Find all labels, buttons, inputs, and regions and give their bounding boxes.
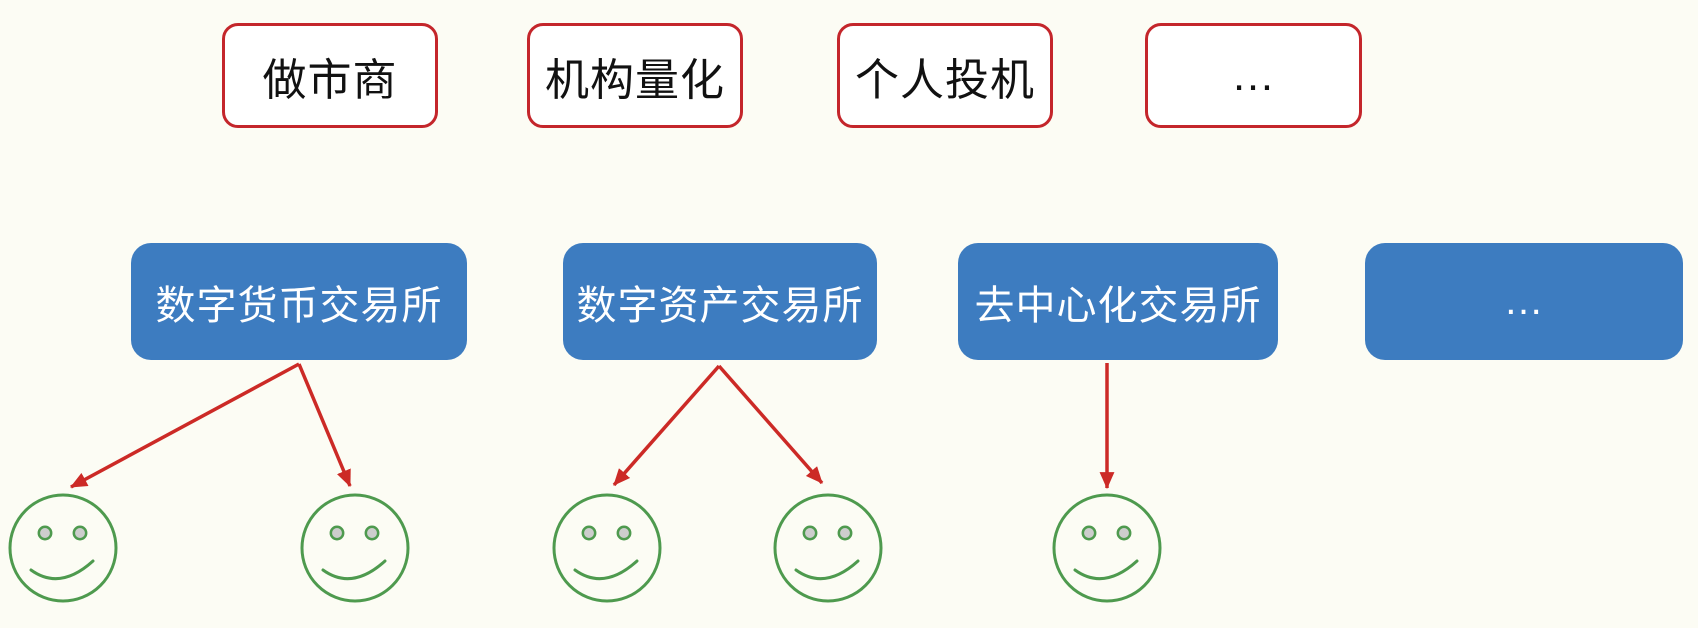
role-box-individual-speculator: 个人投机 — [837, 23, 1053, 128]
role-box-label: 机构量化 — [545, 55, 725, 105]
trader-smiley-icon-2 — [300, 493, 410, 603]
role-box-institutional-quant: 机构量化 — [527, 23, 743, 128]
role-box-label: 个人投机 — [855, 55, 1035, 105]
exchange-box-label: 数字货币交易所 — [155, 283, 443, 328]
role-box-ellipsis: … — [1145, 23, 1362, 128]
exchange-box-digital-currency: 数字货币交易所 — [131, 243, 467, 360]
arrow-digital-asset-to-trader-3 — [612, 364, 721, 487]
trader-smiley-icon-1 — [8, 493, 118, 603]
exchange-box-label: … — [1503, 279, 1545, 323]
trader-smiley-icon-5 — [1052, 493, 1162, 603]
arrow-digital-currency-to-trader-1 — [70, 362, 300, 489]
trader-smiley-icon-4 — [773, 493, 883, 603]
exchange-box-ellipsis: … — [1365, 243, 1683, 360]
trader-smiley-icon-3 — [552, 493, 662, 603]
arrow-digital-asset-to-trader-4 — [717, 364, 824, 485]
role-box-label: … — [1231, 50, 1276, 100]
role-box-label: 做市商 — [262, 55, 398, 105]
role-box-market-maker: 做市商 — [222, 23, 438, 128]
exchange-box-label: 去中心化交易所 — [974, 283, 1262, 328]
exchange-box-digital-asset: 数字资产交易所 — [563, 243, 877, 360]
arrow-digital-currency-to-trader-2 — [297, 363, 352, 487]
exchange-box-label: 数字资产交易所 — [576, 283, 864, 328]
exchange-box-decentralized: 去中心化交易所 — [958, 243, 1278, 360]
